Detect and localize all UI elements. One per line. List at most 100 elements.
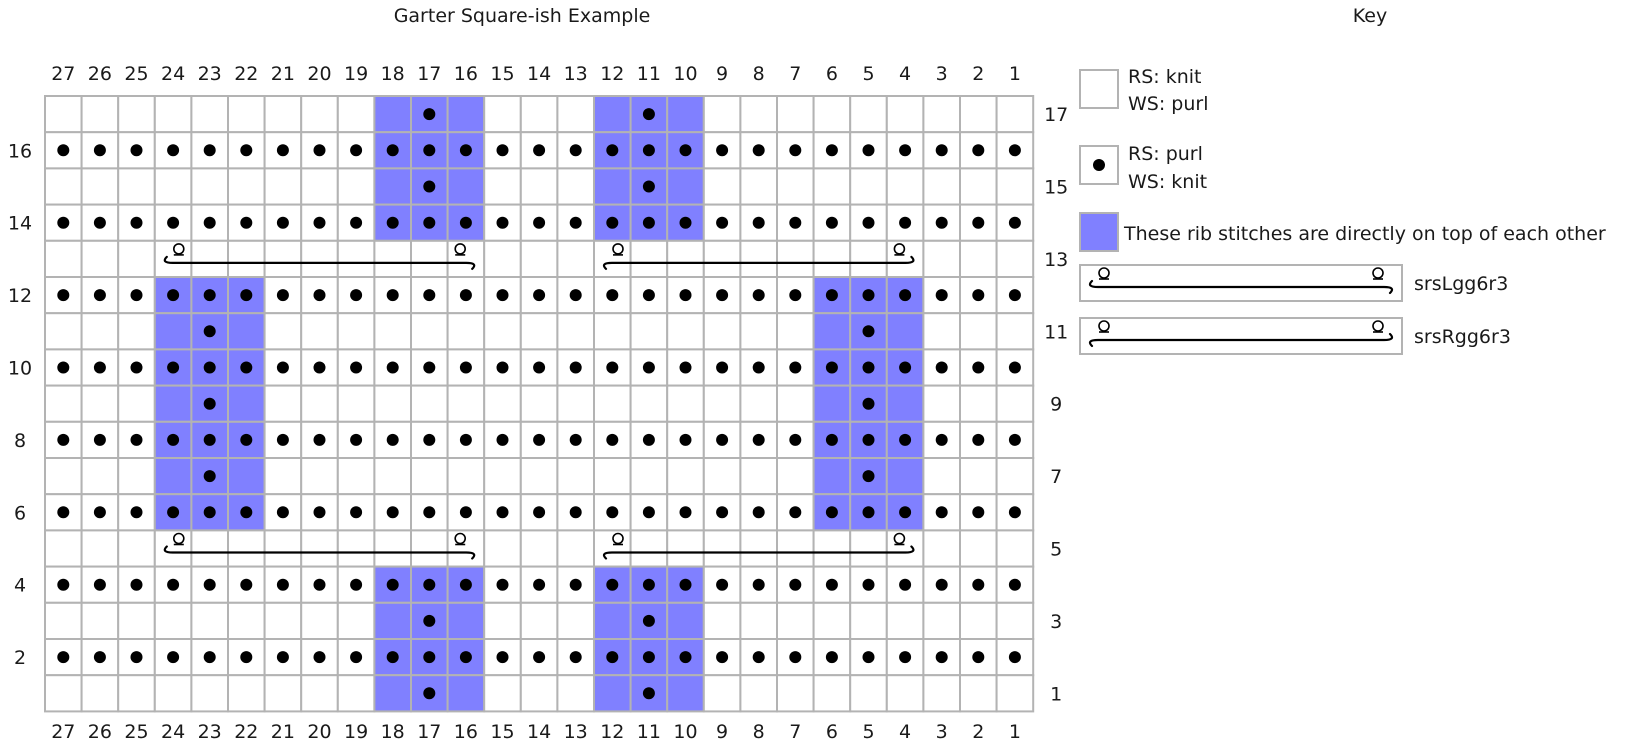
column-number-bottom: 22 [234, 721, 258, 743]
purl-dot [862, 289, 875, 302]
purl-dot [752, 506, 765, 519]
knit-cell [702, 239, 742, 279]
knit-cell [44, 276, 83, 315]
purl-dot [350, 433, 363, 446]
purl-dot [240, 651, 253, 664]
purl-dot [57, 361, 70, 374]
knit-cell [336, 312, 376, 351]
knit-cell [959, 384, 998, 423]
purl-dot [130, 578, 143, 591]
purl-dot [276, 361, 289, 374]
knit-cell [995, 239, 1035, 279]
knit-cell [702, 95, 742, 134]
purl-dot [93, 578, 106, 591]
knit-cell [739, 529, 779, 568]
knit-cell [44, 601, 83, 640]
purl-dot [240, 578, 253, 591]
purl-dot [130, 433, 143, 446]
knit-cell [629, 457, 669, 496]
knit-cell [263, 674, 303, 713]
purl-dot [752, 361, 765, 374]
purl-dot [972, 216, 985, 229]
knit-cell [336, 239, 376, 279]
knit-cell [556, 239, 596, 279]
column-number-top: 26 [88, 63, 112, 85]
knit-cell [410, 312, 449, 351]
rib-stitch-cell [153, 457, 193, 496]
purl-dot [1008, 433, 1021, 446]
knit-cell [227, 95, 266, 134]
purl-dot [569, 651, 582, 664]
knit-cell [190, 131, 229, 170]
purl-dot [825, 144, 838, 157]
purl-dot [1008, 361, 1021, 374]
cable-loop [612, 243, 624, 255]
purl-dot [899, 433, 912, 446]
column-number-bottom: 27 [51, 721, 75, 743]
knit-cell [519, 601, 559, 640]
knit-cell [922, 457, 962, 496]
column-number-bottom: 4 [899, 721, 911, 743]
rib-stitch-cell [666, 601, 705, 640]
rib-stitch-cell [373, 601, 412, 640]
knit-cell [117, 312, 156, 351]
knit-cell [483, 457, 522, 496]
knit-cell [263, 95, 303, 134]
purl-dot [679, 651, 692, 664]
purl-dot [716, 578, 729, 591]
knit-cell [519, 529, 559, 568]
cable-loop [1372, 267, 1384, 279]
purl-dot [716, 433, 729, 446]
column-number-top: 11 [637, 63, 661, 85]
purl-dot [496, 144, 509, 157]
row-number-right: 3 [1050, 611, 1062, 633]
knit-cell [776, 384, 815, 423]
knit-cell [812, 529, 852, 568]
purl-dot [606, 578, 619, 591]
purl-dot [496, 289, 509, 302]
purl-dot [130, 216, 143, 229]
purl-dot [57, 578, 70, 591]
knit-cell [263, 239, 303, 279]
knit-cell [446, 239, 486, 279]
purl-dot [533, 144, 546, 157]
knit-cell [410, 384, 449, 423]
purl-dot [679, 144, 692, 157]
purl-dot [642, 108, 655, 121]
purl-dot [496, 651, 509, 664]
purl-dot [203, 325, 216, 338]
column-number-top: 16 [454, 63, 478, 85]
knit-cell [776, 457, 815, 496]
rib-stitch-cell [812, 384, 852, 423]
knit-cell [410, 457, 449, 496]
column-number-top: 15 [490, 63, 514, 85]
key-swatch-blank [1079, 69, 1119, 109]
cable-srsLgg6r3 [163, 532, 476, 560]
cable-line [602, 255, 915, 270]
knit-cell [995, 674, 1035, 713]
knit-cell [117, 95, 156, 134]
purl-dot [276, 651, 289, 664]
column-number-top: 13 [564, 63, 588, 85]
purl-dot [972, 433, 985, 446]
cable-line [163, 255, 476, 270]
purl-dot [935, 144, 948, 157]
rib-stitch-cell [593, 601, 632, 640]
column-number-top: 10 [673, 63, 697, 85]
purl-dot [716, 289, 729, 302]
knit-cell [190, 239, 229, 279]
row-number-right: 5 [1050, 539, 1062, 561]
knit-cell [117, 529, 156, 568]
knit-cell [44, 674, 83, 713]
knit-cell [300, 384, 339, 423]
purl-dot [167, 506, 180, 519]
knit-cell [44, 384, 83, 423]
purl-dot [935, 578, 948, 591]
knit-cell [373, 239, 412, 279]
key-label: These rib stitches are directly on top o… [1123, 223, 1606, 245]
knit-cell [44, 239, 83, 279]
purl-dot [423, 506, 436, 519]
knit-cell [885, 601, 925, 640]
knit-cell [556, 529, 596, 568]
column-number-bottom: 5 [862, 721, 874, 743]
